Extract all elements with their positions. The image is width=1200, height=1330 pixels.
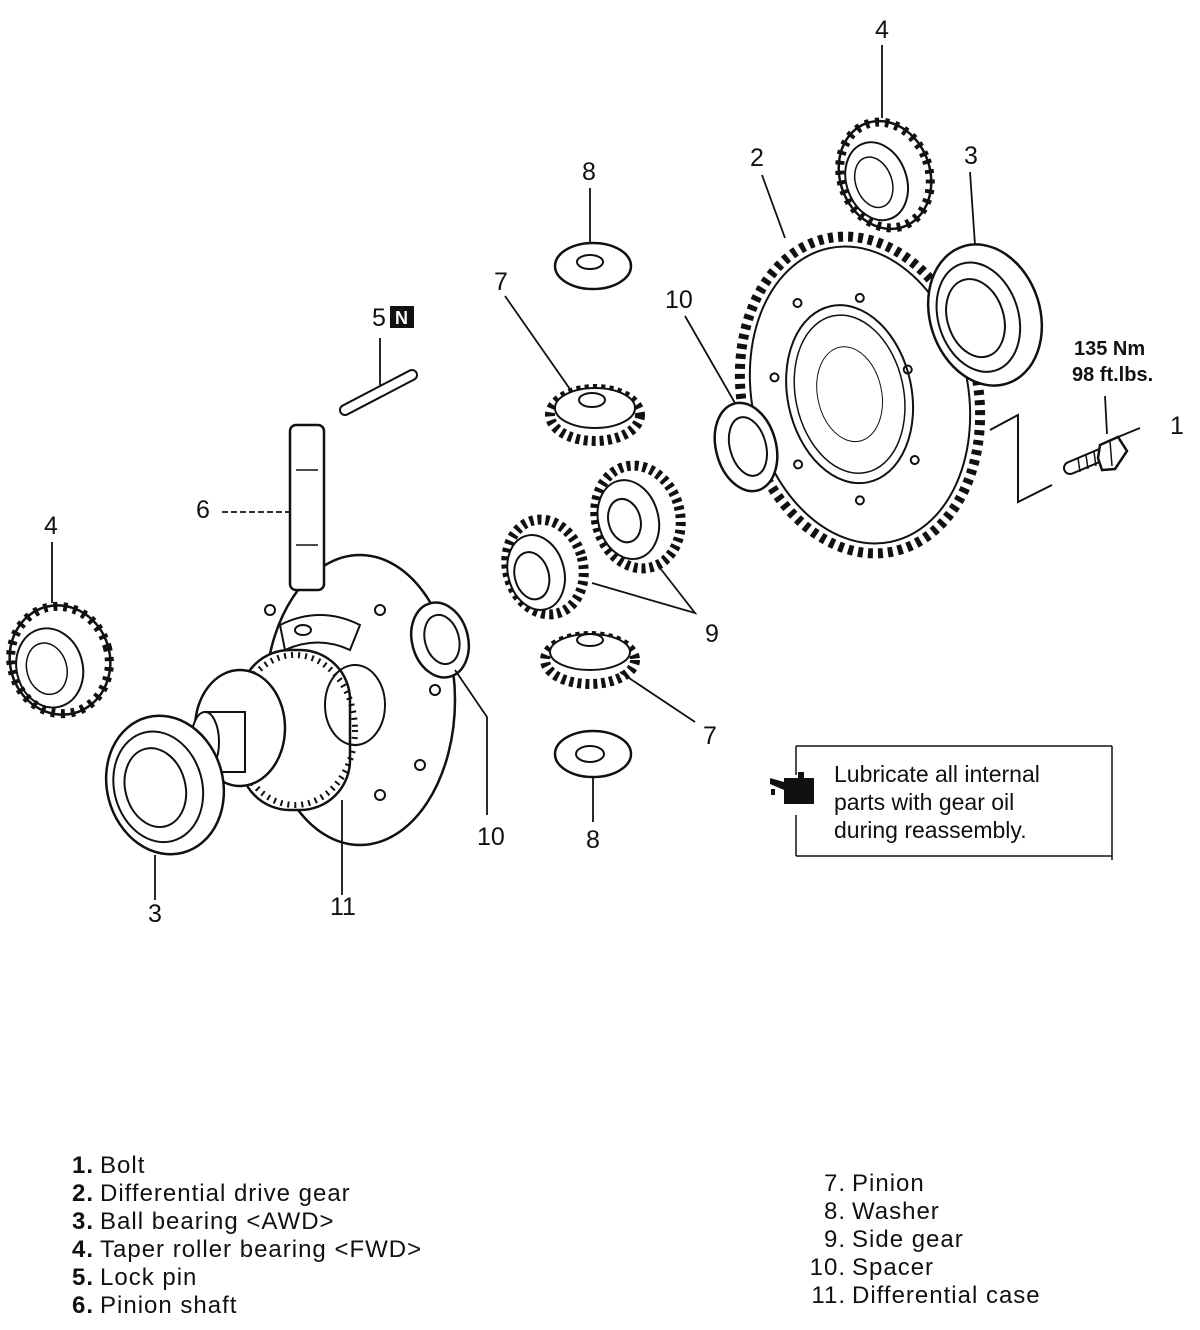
washer-8-bottom xyxy=(553,729,633,779)
leader-lines xyxy=(51,45,1141,900)
legend-item-label: Side gear xyxy=(852,1226,964,1253)
callout-2: 2 xyxy=(750,144,764,172)
callout-6: 6 xyxy=(196,496,210,524)
note-line-3: during reassembly. xyxy=(834,817,1027,843)
legend-item-number: 5. xyxy=(71,1264,94,1291)
legend-item-label: Lock pin xyxy=(100,1264,198,1291)
legend-item: 10.Spacer xyxy=(800,1254,1041,1282)
legend-item-label: Spacer xyxy=(852,1254,935,1281)
legend-item-label: Pinion shaft xyxy=(100,1292,238,1319)
legend-item: 3.Ball bearing <AWD> xyxy=(58,1208,422,1236)
legend-item: 6.Pinion shaft xyxy=(58,1292,422,1320)
callout-10-top: 10 xyxy=(665,286,693,314)
legend-item-number: 7. xyxy=(823,1170,846,1197)
callout-8-top: 8 xyxy=(582,158,596,186)
bolt-1 xyxy=(1063,435,1129,475)
side-gear-9-left xyxy=(501,514,589,620)
callout-4-left: 4 xyxy=(44,512,58,540)
callout-11: 11 xyxy=(330,893,356,921)
legend-item-number: 4. xyxy=(71,1236,94,1263)
legend-item-number: 2. xyxy=(71,1180,94,1207)
callout-3-right: 3 xyxy=(964,142,978,170)
legend-item: 11.Differential case xyxy=(800,1282,1041,1310)
callout-10-bottom: 10 xyxy=(477,823,505,851)
legend-item-label: Bolt xyxy=(100,1152,146,1179)
legend-item-number: 1. xyxy=(71,1152,94,1179)
lubrication-note: Lubricate all internal parts with gear o… xyxy=(770,745,1113,860)
legend-item-number: 9. xyxy=(823,1226,846,1253)
bolt-leader-line xyxy=(989,413,1053,504)
torque-nm: 135 Nm xyxy=(1074,338,1145,360)
pinion-shaft-6 xyxy=(288,423,326,592)
note-line-2: parts with gear oil xyxy=(834,789,1014,815)
drive-gear-2 xyxy=(734,231,986,559)
washer-8-top xyxy=(553,241,633,291)
legend-item-number: 10. xyxy=(809,1254,846,1281)
ball-bearing-3-left xyxy=(104,714,226,856)
note-line-1: Lubricate all internal xyxy=(834,761,1040,787)
pinion-7-bottom xyxy=(540,631,640,689)
callout-5: 5 xyxy=(372,304,386,332)
taper-roller-bearing-4-top xyxy=(835,117,935,233)
callout-7-top: 7 xyxy=(494,268,508,296)
callout-9: 9 xyxy=(705,620,719,648)
legend-item: 5.Lock pin xyxy=(58,1264,422,1292)
taper-roller-bearing-4-left xyxy=(6,601,114,719)
callout-7-bottom: 7 xyxy=(703,722,717,750)
legend-item: 1.Bolt xyxy=(58,1152,422,1180)
legend-item: 8.Washer xyxy=(800,1198,1041,1226)
side-gear-9-right xyxy=(590,460,686,574)
legend-item: 9.Side gear xyxy=(800,1226,1041,1254)
legend-item: 4.Taper roller bearing <FWD> xyxy=(58,1236,422,1264)
legend-item-label: Taper roller bearing <FWD> xyxy=(100,1236,423,1263)
legend-item-label: Differential drive gear xyxy=(100,1180,351,1207)
differential-case-11 xyxy=(190,553,457,847)
torque-ftlbs: 98 ft.lbs. xyxy=(1072,364,1153,386)
legend-item-label: Ball bearing <AWD> xyxy=(100,1208,335,1235)
spacer-10-bottom xyxy=(409,601,471,679)
legend-item-number: 3. xyxy=(71,1208,94,1235)
new-part-badge xyxy=(390,306,414,328)
ball-bearing-3-right xyxy=(926,243,1044,387)
legend-item-label: Differential case xyxy=(852,1282,1041,1309)
legend-item-number: 8. xyxy=(823,1198,846,1225)
lock-pin-5 xyxy=(339,369,418,416)
legend-item: 7.Pinion xyxy=(800,1170,1041,1198)
legend-item-number: 6. xyxy=(71,1292,94,1319)
legend-item-label: Washer xyxy=(852,1198,940,1225)
callout-1: 1 xyxy=(1170,412,1184,440)
callout-4-top: 4 xyxy=(875,16,889,44)
pinion-7-top xyxy=(545,384,645,446)
callout-8-bottom: 8 xyxy=(586,826,600,854)
new-part-badge-label: N xyxy=(395,308,408,328)
oil-can-icon xyxy=(770,772,814,804)
spacer-10-top xyxy=(713,401,779,493)
legend-item: 2.Differential drive gear xyxy=(58,1180,422,1208)
legend-item-label: Pinion xyxy=(852,1170,925,1197)
callout-3-left: 3 xyxy=(148,900,162,928)
legend-item-number: 11. xyxy=(811,1282,846,1309)
